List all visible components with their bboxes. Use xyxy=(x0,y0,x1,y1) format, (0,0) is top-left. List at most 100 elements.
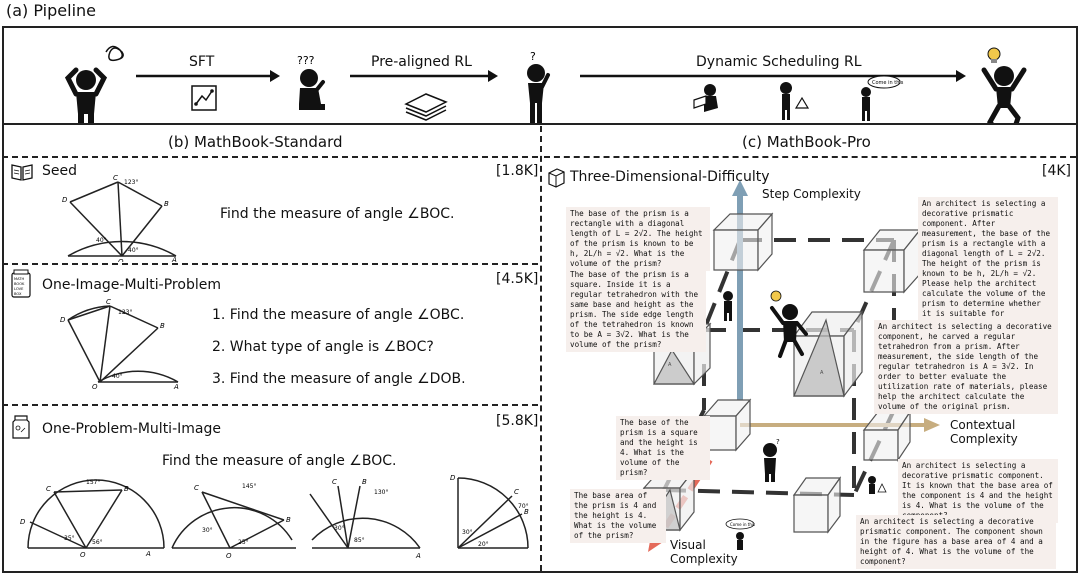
seed-label: Seed xyxy=(42,163,77,179)
thinking-figure-icon: ??? xyxy=(297,54,325,110)
svg-text:A: A xyxy=(173,383,179,390)
pipeline-divider xyxy=(2,123,1078,125)
speaking-small-figure-icon: Come in this xyxy=(725,518,755,550)
svg-text:B: B xyxy=(124,485,129,493)
svg-text:56°: 56° xyxy=(92,539,103,546)
svg-text:LOVE: LOVE xyxy=(14,287,24,291)
opmi-figure-1: D C B A O 157° 35° 56° xyxy=(20,479,165,559)
pro-count: [4K] xyxy=(1042,163,1072,179)
dynamic-rl-arrow xyxy=(580,70,966,82)
standard-title: (b) MathBook-Standard xyxy=(168,133,343,151)
prism-mid-center-large: A xyxy=(792,310,864,398)
contextual-complexity-label: Contextual Complexity xyxy=(950,418,1018,446)
jar-icon xyxy=(12,415,30,439)
opmi-label: One-Problem-Multi-Image xyxy=(42,421,221,437)
svg-text:O: O xyxy=(80,551,86,559)
svg-text:145°: 145° xyxy=(242,483,256,490)
svg-text:A: A xyxy=(820,370,824,376)
seed-count: [1.8K] xyxy=(496,163,539,179)
svg-text:?: ? xyxy=(776,438,780,446)
dynamic-rl-label: Dynamic Scheduling RL xyxy=(696,54,862,70)
svg-text:C: C xyxy=(332,478,337,486)
svg-text:MATH: MATH xyxy=(14,277,24,281)
oimp-divider xyxy=(2,404,538,406)
pre-aligned-rl-label: Pre-aligned RL xyxy=(371,54,472,70)
outer-frame xyxy=(2,26,1078,573)
sft-label: SFT xyxy=(189,54,215,70)
svg-text:B: B xyxy=(164,200,169,208)
problem-text-2: The base of the prism is a square. Insid… xyxy=(566,268,706,352)
svg-text:O: O xyxy=(118,258,124,262)
svg-text:BOOK: BOOK xyxy=(14,282,25,286)
svg-text:B: B xyxy=(362,478,367,486)
svg-text:D: D xyxy=(62,196,68,204)
seed-question: Find the measure of angle ∠BOC. xyxy=(220,206,455,222)
oimp-question-1: 1. Find the measure of angle ∠OBC. xyxy=(212,307,465,323)
oimp-question-3: 3. Find the measure of angle ∠DOB. xyxy=(212,371,466,387)
svg-text:30°: 30° xyxy=(462,529,473,536)
problem-text-8: An architect is selecting a decorative p… xyxy=(856,515,1056,569)
confused-figure-icon xyxy=(64,45,124,123)
svg-text:B: B xyxy=(524,508,529,516)
opmi-question: Find the measure of angle ∠BOC. xyxy=(162,453,397,469)
svg-text:O: O xyxy=(92,383,98,390)
svg-text:C: C xyxy=(113,174,118,182)
book-icon xyxy=(11,164,33,181)
svg-text:D: D xyxy=(450,474,456,482)
svg-text:30°: 30° xyxy=(202,527,213,534)
svg-text:35°: 35° xyxy=(64,535,75,542)
svg-text:40°: 40° xyxy=(112,373,123,380)
opmi-figure-2: C B O 145° 30° 25° xyxy=(171,483,296,560)
problem-text-1: The base of the prism is a rectangle wit… xyxy=(566,207,710,271)
oimp-label: One-Image-Multi-Problem xyxy=(42,277,221,293)
svg-text:A: A xyxy=(145,550,151,558)
svg-text:???: ??? xyxy=(297,54,315,67)
problem-text-4: An architect is selecting a decorative c… xyxy=(874,320,1058,414)
svg-text:130°: 130° xyxy=(374,489,388,496)
svg-text:C: C xyxy=(194,484,199,492)
pro-title: (c) MathBook-Pro xyxy=(742,133,871,151)
reading-figure-icon xyxy=(693,84,718,112)
pipeline-bubble-text: Come in this xyxy=(872,80,904,86)
svg-text:123°: 123° xyxy=(118,309,132,316)
standard-header-line xyxy=(2,156,538,158)
svg-text:C: C xyxy=(46,485,51,493)
seed-divider xyxy=(2,263,538,265)
cube-icon xyxy=(548,168,565,188)
small-figure-icon xyxy=(723,291,733,321)
prism-top-right xyxy=(862,228,922,294)
standing-figure-icon: ? xyxy=(527,50,550,123)
pre-aligned-rl-arrow xyxy=(350,70,498,82)
svg-text:C: C xyxy=(514,488,519,496)
problem-text-6: An architect is selecting a decorative p… xyxy=(898,459,1058,523)
visual-complexity-label: Visual Complexity xyxy=(670,538,738,566)
svg-text:?: ? xyxy=(530,50,536,63)
sft-arrow xyxy=(136,70,280,82)
problem-text-7: The base area of the prism is 4 and the … xyxy=(570,489,666,543)
pipeline-strip: ??? ? Come in th xyxy=(64,45,1027,123)
prism-top-left xyxy=(712,212,774,272)
oimp-figure: D C B A O 123° 40° xyxy=(60,298,179,390)
svg-text:Come in this: Come in this xyxy=(730,522,755,527)
opmi-figure-3: C B A 130° 30° 85° xyxy=(309,478,421,560)
step-complexity-arrow xyxy=(732,180,748,400)
opmi-count: [5.8K] xyxy=(496,413,539,429)
svg-text:A: A xyxy=(415,552,421,560)
opmi-figures: D C B A O 157° 35° 56° C B O 145° 30° 25… xyxy=(20,474,529,560)
svg-text:157°: 157° xyxy=(86,479,100,486)
question-figure-icon: ? xyxy=(763,438,780,482)
svg-text:85°: 85° xyxy=(354,537,365,544)
svg-text:A: A xyxy=(668,362,672,368)
center-divider xyxy=(540,126,542,571)
pipeline-title: (a) Pipeline xyxy=(6,1,96,20)
svg-text:D: D xyxy=(60,316,66,324)
books-icon xyxy=(404,93,448,121)
svg-text:123°: 123° xyxy=(124,179,138,186)
svg-text:20°: 20° xyxy=(478,541,489,548)
seed-figure: D C B A O 123° 40° 40° xyxy=(62,174,177,262)
svg-text:40°: 40° xyxy=(128,247,139,254)
pro-subtitle: Three-Dimensional-Difficulty xyxy=(570,169,770,185)
problem-text-3: An architect is selecting a decorative p… xyxy=(918,197,1058,331)
prism-lower-center xyxy=(702,398,752,452)
svg-text:O: O xyxy=(226,552,232,560)
